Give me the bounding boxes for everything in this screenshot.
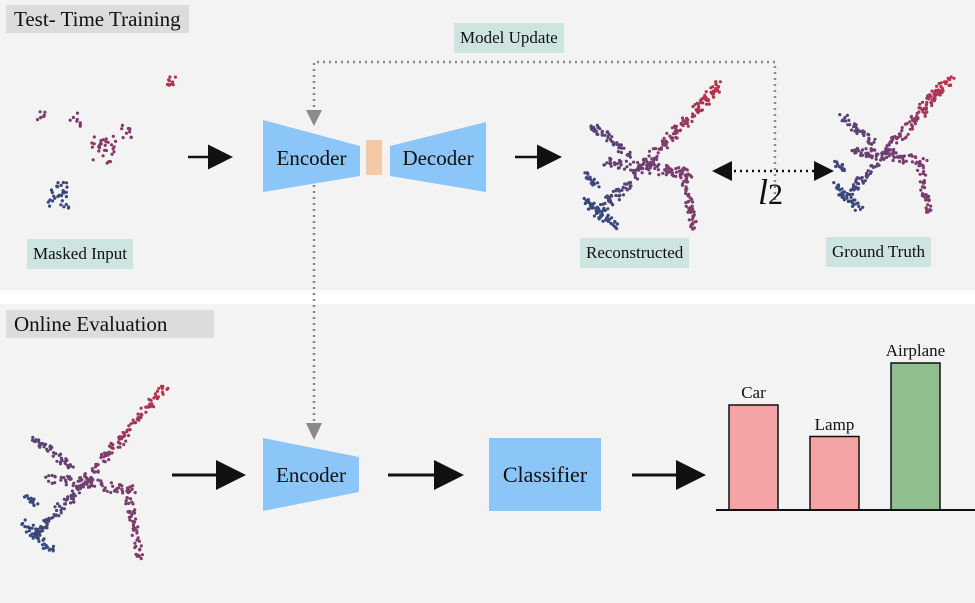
reconstructed-point-cloud	[582, 80, 723, 231]
bar-label-car: Car	[741, 383, 766, 402]
encoder-shape-bottom	[263, 438, 359, 511]
class-bar-chart	[728, 362, 941, 511]
encoder-shape-top	[263, 120, 360, 192]
encoder-label-bottom: Encoder	[276, 463, 346, 487]
section-title-online-eval: Online Evaluation	[6, 310, 214, 338]
encoder-label-top: Encoder	[276, 146, 347, 170]
masked-input-tag: Masked Input	[27, 239, 133, 269]
model-update-tag: Model Update	[454, 23, 564, 53]
decoder-shape-top	[390, 122, 486, 192]
bar-label-airplane: Airplane	[885, 341, 946, 360]
eval-point-cloud	[20, 384, 170, 561]
classifier-label: Classifier	[502, 461, 588, 487]
bottleneck	[366, 140, 382, 175]
reconstructed-tag: Reconstructed	[580, 238, 690, 268]
bar-car	[728, 404, 779, 511]
bar-airplane	[890, 362, 941, 511]
decoder-label: Decoder	[402, 146, 474, 170]
ground-truth-tag: Ground Truth	[826, 237, 932, 267]
ground-truth-point-cloud	[832, 75, 956, 214]
l2-loss-label: l2	[758, 172, 784, 212]
section-title-ttt: Test- Time Training	[6, 5, 189, 33]
bar-lamp	[809, 435, 860, 511]
masked-point-cloud	[35, 75, 177, 210]
classifier-box: Classifier	[489, 438, 601, 511]
model-update-loop	[312, 60, 777, 200]
bar-label-lamp: Lamp	[814, 414, 855, 434]
